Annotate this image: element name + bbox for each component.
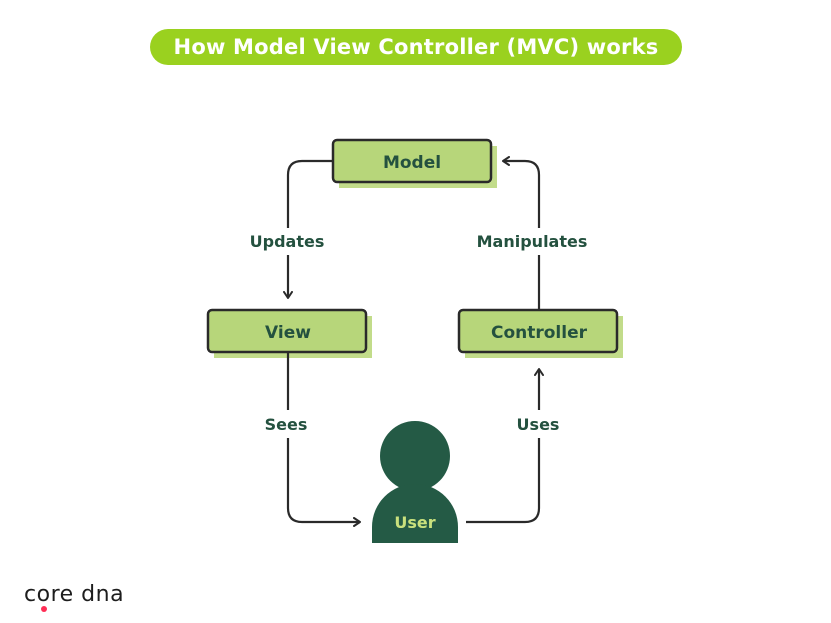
manipulates-arrow-top [502, 156, 541, 228]
logo-text-rest: re dna [50, 582, 125, 607]
view-node-label: View [265, 323, 311, 343]
view-node: View [206, 308, 372, 358]
controller-node-label: Controller [491, 323, 588, 343]
diagram-title: How Model View Controller (MVC) works [150, 29, 682, 65]
sees-arrow-bottom [286, 438, 361, 527]
manipulates-label: Manipulates [477, 232, 588, 251]
logo-red-dot-icon [40, 606, 47, 612]
model-node: Model [331, 138, 497, 188]
uses-label: Uses [517, 415, 560, 434]
user-head-icon [380, 421, 450, 491]
user-node-label: User [394, 513, 435, 532]
model-node-label: Model [383, 153, 441, 173]
user-node: User [372, 421, 458, 543]
updates-arrow-top [286, 159, 333, 228]
updates-label: Updates [250, 232, 325, 251]
sees-label: Sees [265, 415, 308, 434]
logo-letter-o: o [37, 582, 51, 612]
logo-letter-c: c [24, 582, 37, 607]
uses-arrow-bottom [466, 438, 541, 524]
user-body-icon [372, 484, 458, 543]
controller-node: Controller [457, 308, 623, 358]
